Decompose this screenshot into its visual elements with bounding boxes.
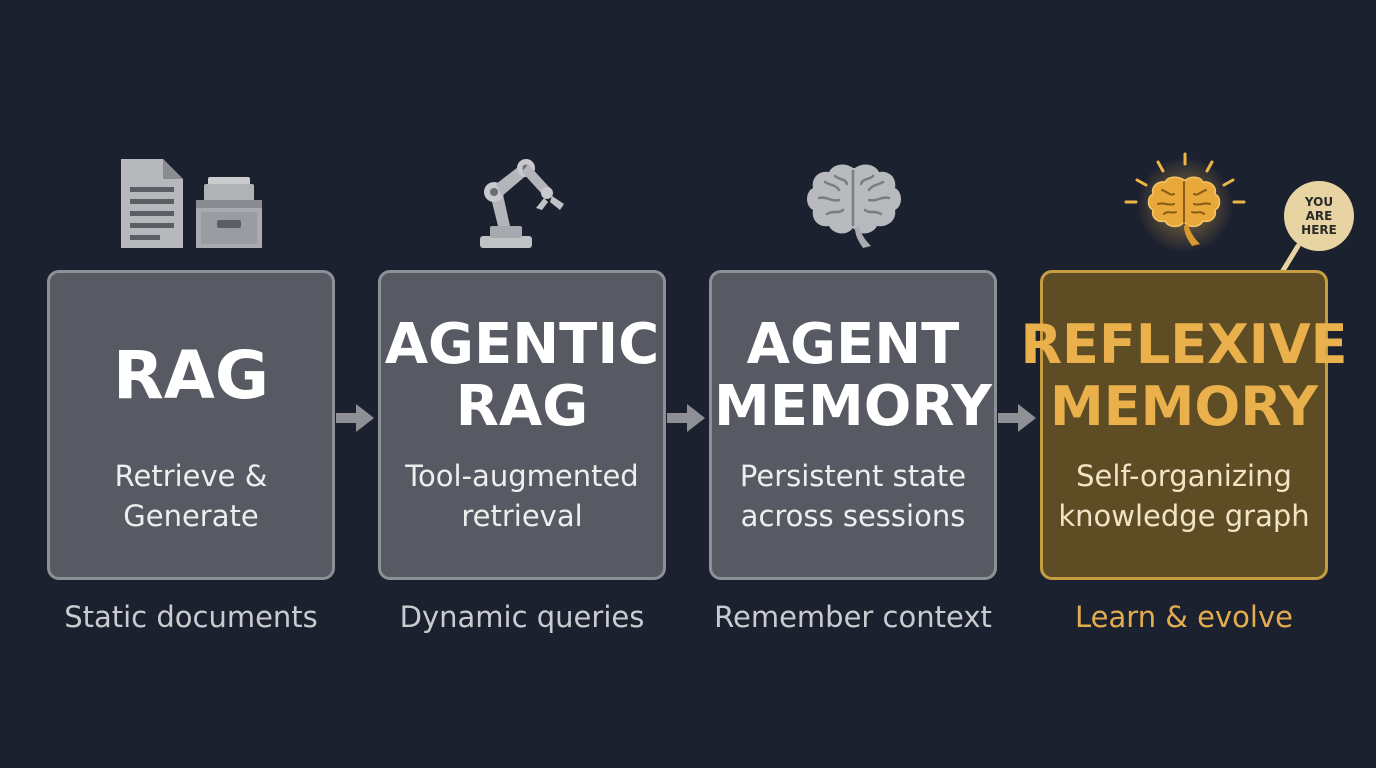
stage-title: RAG bbox=[50, 311, 332, 441]
flow-arrow-icon bbox=[998, 404, 1036, 432]
stage-description-line: knowledge graph bbox=[1058, 499, 1310, 533]
stage-caption: Static documents bbox=[64, 600, 318, 634]
stage-description: Retrieve & Generate bbox=[56, 456, 326, 536]
stage-description-line: Self-organizing bbox=[1076, 459, 1292, 493]
stage-card-rag: RAG Retrieve & Generate bbox=[47, 270, 335, 580]
stage-description: Persistent state across sessions bbox=[718, 456, 988, 536]
stage-description-line: Generate bbox=[123, 499, 259, 533]
flow-arrow-icon bbox=[667, 404, 705, 432]
stage-title-line: MEMORY bbox=[1050, 375, 1318, 438]
stage-card-agentic-rag: AGENTIC RAG Tool-augmented retrieval bbox=[378, 270, 666, 580]
robot-arm-icon bbox=[480, 159, 564, 248]
stage-description: Self-organizing knowledge graph bbox=[1049, 456, 1319, 536]
you-are-here-badge: YOU ARE HERE bbox=[1284, 181, 1354, 251]
stage-description-line: Retrieve & bbox=[114, 459, 268, 493]
badge-line: HERE bbox=[1301, 223, 1337, 237]
stage-card-agent-memory: AGENT MEMORY Persistent state across ses… bbox=[709, 270, 997, 580]
stage-description-line: Persistent state bbox=[739, 459, 967, 493]
badge-line: ARE bbox=[1305, 209, 1333, 223]
stage-title-line: AGENTIC bbox=[384, 312, 660, 377]
stage-title-line: RAG bbox=[455, 374, 589, 439]
badge-line: YOU bbox=[1304, 195, 1334, 209]
stage-description: Tool-augmented retrieval bbox=[387, 456, 657, 536]
stage-card-reflexive-memory: REFLEXIVE MEMORY Self-organizing knowled… bbox=[1020, 270, 1348, 580]
stage-caption: Remember context bbox=[714, 600, 992, 634]
file-box-icon bbox=[196, 177, 262, 248]
stage-description-line: Tool-augmented bbox=[405, 459, 639, 493]
stage-title-line: MEMORY bbox=[714, 374, 992, 439]
stage-title-line: AGENT bbox=[746, 312, 960, 377]
stage-title-line: RAG bbox=[112, 337, 270, 414]
stage-description-line: across sessions bbox=[740, 499, 966, 533]
stage-title: AGENT MEMORY bbox=[712, 311, 994, 441]
stage-title: AGENTIC RAG bbox=[381, 311, 663, 441]
stage-caption: Learn & evolve bbox=[1075, 600, 1293, 634]
stage-description-line: retrieval bbox=[461, 499, 583, 533]
brain-icon bbox=[807, 164, 901, 248]
document-icon bbox=[121, 159, 183, 248]
stage-title: REFLEXIVE MEMORY bbox=[1020, 311, 1347, 441]
flow-arrow-icon bbox=[336, 404, 374, 432]
stage-title-line: REFLEXIVE bbox=[1020, 313, 1348, 376]
glowing-brain-icon bbox=[1124, 152, 1246, 253]
stage-caption: Dynamic queries bbox=[399, 600, 645, 634]
